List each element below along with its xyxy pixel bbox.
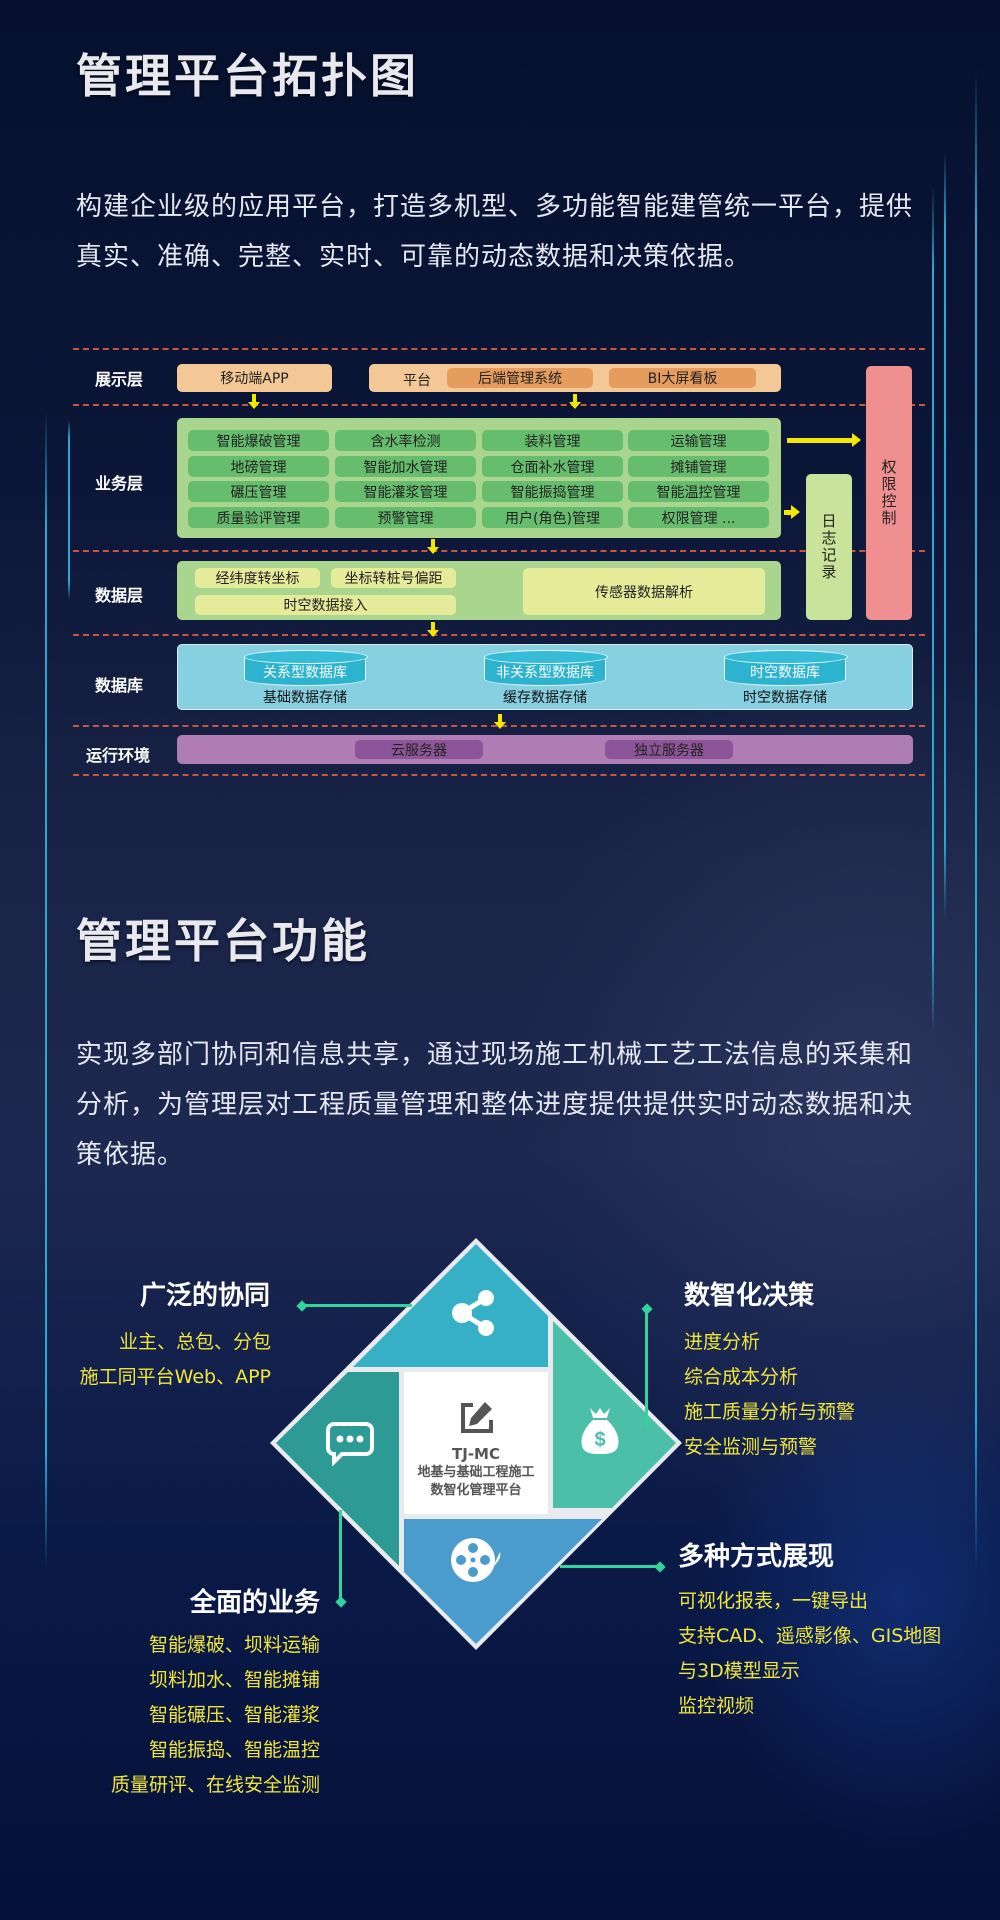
layer-divider	[73, 550, 925, 552]
center-line2: 数智化管理平台	[430, 1483, 522, 1498]
database-cylinder-icon: 时空数据库	[724, 650, 848, 686]
feature-title: 广泛的协同	[139, 1281, 270, 1311]
database-name: 时空数据库	[750, 665, 820, 681]
business-item: 装料管理	[482, 430, 623, 451]
feature-title: 多种方式展现	[678, 1542, 835, 1572]
feature-item: 与3D模型显示	[678, 1660, 800, 1682]
feature-item: 施工质量分析与预警	[684, 1401, 856, 1423]
feature-item: 综合成本分析	[684, 1366, 799, 1388]
center-label: TJ-MC 地基与基础工程施工 数智化管理平台	[404, 1444, 548, 1500]
data-layer-box: 经纬度转坐标 坐标转桩号偏距 时空数据接入 传感器数据解析	[177, 561, 781, 620]
runtime-item: 独立服务器	[605, 740, 733, 759]
business-item: 运输管理	[628, 430, 769, 451]
film-reel-icon	[451, 1538, 501, 1582]
functions-description: 实现多部门协同和信息共享，通过现场施工机械工艺工法信息的采集和分析，为管理层对工…	[76, 1040, 914, 1170]
business-item: 地磅管理	[188, 456, 329, 477]
database-layer-box: 关系型数据库 基础数据存储 非关系型数据库 缓存数据存储 时空数据库 时空数据存…	[177, 644, 913, 710]
runtime-item: 云服务器	[355, 740, 483, 759]
backend-system-chip: 后端管理系统	[447, 368, 593, 388]
permission-control-label: 权限控制	[879, 459, 898, 527]
platform-label: 平台	[403, 373, 431, 389]
database-desc: 时空数据存储	[743, 690, 827, 706]
feature-item: 可视化报表，一键导出	[678, 1590, 869, 1612]
layer-label-runtime: 运行环境	[85, 746, 150, 765]
data-item: 经纬度转坐标	[195, 568, 320, 588]
decor-line	[68, 420, 70, 600]
arrow-right-icon	[787, 433, 861, 447]
mobile-app-box: 移动端APP	[177, 364, 332, 392]
layer-divider	[73, 348, 925, 350]
topology-description: 构建企业级的应用平台，打造多机型、多功能智能建管统一平台，提供真实、准确、完整、…	[76, 192, 914, 272]
data-item: 传感器数据解析	[523, 568, 765, 615]
layer-label-data: 数据层	[94, 586, 143, 605]
platform-box: 平台 后端管理系统 BI大屏看板	[369, 364, 781, 392]
business-item: 预警管理	[335, 507, 476, 528]
layer-label-presentation: 展示层	[94, 370, 143, 389]
decor-line	[45, 410, 47, 1570]
feature-item: 安全监测与预警	[684, 1436, 818, 1458]
business-item: 用户(角色)管理	[482, 507, 623, 528]
feature-item: 智能振捣、智能温控	[148, 1739, 320, 1761]
decor-line	[932, 185, 934, 1035]
feature-item: 质量研评、在线安全监测	[110, 1774, 320, 1796]
business-layer-box: 智能爆破管理 含水率检测 装料管理 运输管理 地磅管理 智能加水管理 仓面补水管…	[177, 418, 781, 538]
log-record-label: 日志记录	[819, 513, 838, 581]
database-desc: 基础数据存储	[263, 690, 347, 706]
connector-line	[302, 1304, 412, 1307]
svg-text:$: $	[594, 1429, 605, 1451]
database-name: 关系型数据库	[263, 665, 347, 681]
topology-title: 管理平台拓扑图	[76, 49, 419, 103]
center-code: TJ-MC	[452, 1445, 500, 1463]
arrow-right-icon	[784, 505, 800, 519]
layer-label-business: 业务层	[94, 474, 143, 493]
runtime-layer-box: 云服务器 独立服务器	[177, 735, 913, 764]
business-item: 智能加水管理	[335, 456, 476, 477]
center-line1: 地基与基础工程施工	[417, 1465, 535, 1480]
data-item: 坐标转桩号偏距	[331, 568, 456, 588]
feature-item: 进度分析	[684, 1331, 761, 1353]
data-item: 时空数据接入	[195, 595, 456, 615]
business-item: 权限管理 ...	[628, 507, 769, 528]
diamond-graphic	[270, 1238, 682, 1650]
business-item: 智能温控管理	[628, 481, 769, 502]
feature-title: 全面的业务	[189, 1588, 320, 1618]
functions-title: 管理平台功能	[76, 914, 370, 968]
database-desc: 缓存数据存储	[503, 690, 587, 706]
database-cylinder-icon: 关系型数据库	[244, 650, 368, 686]
bi-dashboard-chip: BI大屏看板	[609, 368, 756, 388]
layer-divider	[73, 404, 925, 406]
business-item: 智能灌浆管理	[335, 481, 476, 502]
business-item: 摊铺管理	[628, 456, 769, 477]
feature-item: 施工同平台Web、APP	[79, 1366, 271, 1388]
edit-icon	[461, 1402, 493, 1433]
business-item: 智能爆破管理	[188, 430, 329, 451]
feature-item: 业主、总包、分包	[118, 1331, 271, 1353]
layer-divider	[73, 774, 925, 776]
feature-item: 智能爆破、坝料运输	[148, 1634, 320, 1656]
connector-line	[339, 1510, 342, 1602]
layer-divider	[73, 634, 925, 636]
feature-item: 监控视频	[678, 1695, 755, 1717]
feature-item: 坝料加水、智能摊铺	[148, 1669, 320, 1691]
feature-title: 数智化决策	[684, 1281, 815, 1311]
feature-item: 智能碾压、智能灌浆	[148, 1704, 320, 1726]
chat-bubble-icon	[326, 1422, 374, 1466]
database-cylinder-icon: 非关系型数据库	[484, 650, 608, 686]
decor-line	[975, 70, 977, 1570]
layer-label-database: 数据库	[94, 676, 143, 695]
connector-line	[560, 1565, 660, 1568]
feature-item: 支持CAD、遥感影像、GIS地图	[678, 1625, 942, 1647]
connector-line	[645, 1308, 648, 1428]
decor-line	[944, 150, 946, 920]
business-item: 智能振捣管理	[482, 481, 623, 502]
business-item: 质量验评管理	[188, 507, 329, 528]
permission-control-box: 权限控制	[866, 366, 912, 620]
money-bag-icon: $	[581, 1408, 619, 1454]
business-item: 含水率检测	[335, 430, 476, 451]
share-icon	[452, 1290, 494, 1336]
database-name: 非关系型数据库	[496, 665, 594, 681]
business-item: 仓面补水管理	[482, 456, 623, 477]
business-item: 碾压管理	[188, 481, 329, 502]
log-record-box: 日志记录	[806, 474, 852, 620]
